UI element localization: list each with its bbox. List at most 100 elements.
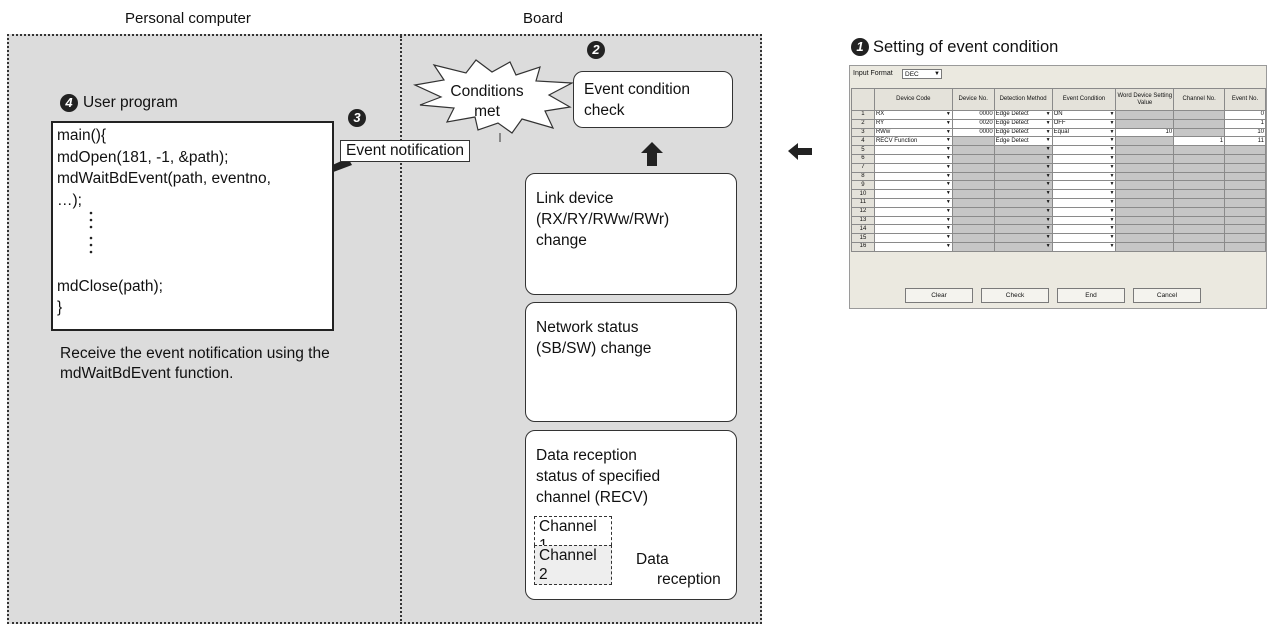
dropdown-arrow-icon[interactable]: ▼ bbox=[945, 198, 951, 205]
end-button[interactable]: End bbox=[1057, 288, 1125, 303]
table-cell-ev[interactable] bbox=[1224, 162, 1266, 173]
table-cell-word[interactable] bbox=[1115, 215, 1175, 226]
clear-button[interactable]: Clear bbox=[905, 288, 973, 303]
check-button[interactable]: Check bbox=[981, 288, 1049, 303]
dropdown-arrow-icon[interactable]: ▼ bbox=[1045, 128, 1051, 135]
dropdown-arrow-icon[interactable]: ▼ bbox=[1045, 172, 1051, 179]
dropdown-arrow-icon[interactable]: ▼ bbox=[945, 242, 951, 249]
table-cell-word[interactable] bbox=[1115, 189, 1175, 199]
table-cell-devno[interactable] bbox=[951, 197, 995, 208]
table-cell-cond[interactable]: ▼ bbox=[1051, 215, 1117, 226]
table-cell-code[interactable]: ▼ bbox=[873, 162, 953, 173]
table-cell-ev[interactable] bbox=[1224, 215, 1266, 226]
dropdown-arrow-icon[interactable]: ▼ bbox=[1045, 207, 1051, 214]
dropdown-arrow-icon[interactable]: ▼ bbox=[1109, 146, 1115, 153]
table-cell-cond[interactable]: ▼ bbox=[1051, 206, 1117, 217]
dropdown-arrow-icon[interactable]: ▼ bbox=[1045, 198, 1051, 205]
table-cell-ch[interactable] bbox=[1173, 215, 1226, 226]
dropdown-arrow-icon[interactable]: ▼ bbox=[1045, 242, 1051, 249]
table-cell-code[interactable]: ▼ bbox=[873, 171, 953, 182]
table-cell-ch[interactable] bbox=[1173, 171, 1226, 182]
table-cell-devno[interactable]: 0000 bbox=[951, 127, 995, 138]
table-cell-method[interactable]: Edge Detect▼ bbox=[993, 136, 1053, 147]
dropdown-arrow-icon[interactable]: ▼ bbox=[945, 154, 951, 161]
table-cell-method[interactable]: ▼ bbox=[993, 153, 1053, 164]
dropdown-arrow-icon[interactable]: ▼ bbox=[1109, 163, 1115, 170]
table-cell-devno[interactable] bbox=[951, 206, 995, 217]
dropdown-arrow-icon[interactable]: ▼ bbox=[1109, 128, 1115, 135]
table-cell-ch[interactable] bbox=[1173, 110, 1226, 120]
table-cell-method[interactable]: ▼ bbox=[993, 215, 1053, 226]
table-cell-method[interactable]: ▼ bbox=[993, 206, 1053, 217]
table-cell-code[interactable]: ▼ bbox=[873, 153, 953, 164]
table-cell-word[interactable] bbox=[1115, 197, 1175, 208]
table-cell-method[interactable]: ▼ bbox=[993, 171, 1053, 182]
table-cell-code[interactable]: ▼ bbox=[873, 224, 953, 235]
table-cell-ch[interactable] bbox=[1173, 241, 1226, 252]
dropdown-arrow-icon[interactable]: ▼ bbox=[1045, 154, 1051, 161]
dropdown-arrow-icon[interactable]: ▼ bbox=[1045, 137, 1051, 144]
dropdown-arrow-icon[interactable]: ▼ bbox=[1109, 137, 1115, 144]
table-cell-devno[interactable] bbox=[951, 180, 995, 191]
table-cell-ev[interactable] bbox=[1224, 180, 1266, 191]
table-cell-code[interactable]: RWw▼ bbox=[873, 127, 953, 138]
table-cell-devno[interactable] bbox=[951, 224, 995, 235]
dropdown-arrow-icon[interactable]: ▼ bbox=[1045, 225, 1051, 232]
table-cell-code[interactable]: ▼ bbox=[873, 241, 953, 252]
table-cell-ev[interactable] bbox=[1224, 189, 1266, 199]
table-cell-code[interactable]: ▼ bbox=[873, 145, 953, 155]
table-cell-method[interactable]: Edge Detect▼ bbox=[993, 110, 1053, 120]
dropdown-arrow-icon[interactable]: ▼ bbox=[1109, 172, 1115, 179]
table-cell-cond[interactable]: ▼ bbox=[1051, 153, 1117, 164]
table-cell-method[interactable]: Edge Detect▼ bbox=[993, 118, 1053, 129]
table-cell-cond[interactable]: OFF▼ bbox=[1051, 118, 1117, 129]
dropdown-arrow-icon[interactable]: ▼ bbox=[1109, 181, 1115, 188]
table-cell-devno[interactable]: 0020 bbox=[951, 118, 995, 129]
dropdown-arrow-icon[interactable]: ▼ bbox=[1045, 111, 1051, 117]
dropdown-arrow-icon[interactable]: ▼ bbox=[945, 119, 951, 126]
table-cell-devno[interactable] bbox=[951, 171, 995, 182]
dropdown-arrow-icon[interactable]: ▼ bbox=[1109, 242, 1115, 249]
dropdown-arrow-icon[interactable]: ▼ bbox=[1109, 216, 1115, 223]
dropdown-arrow-icon[interactable]: ▼ bbox=[945, 234, 951, 241]
table-cell-word[interactable] bbox=[1115, 206, 1175, 217]
table-cell-devno[interactable] bbox=[951, 233, 995, 243]
table-cell-code[interactable]: ▼ bbox=[873, 189, 953, 199]
dropdown-arrow-icon[interactable]: ▼ bbox=[945, 137, 951, 144]
table-cell-ev[interactable] bbox=[1224, 224, 1266, 235]
table-cell-word[interactable]: 10 bbox=[1115, 127, 1175, 138]
table-cell-ev[interactable]: 1 bbox=[1224, 118, 1266, 129]
dropdown-arrow-icon[interactable]: ▼ bbox=[1045, 234, 1051, 241]
table-cell-method[interactable]: ▼ bbox=[993, 224, 1053, 235]
dropdown-arrow-icon[interactable]: ▼ bbox=[945, 225, 951, 232]
dropdown-arrow-icon[interactable]: ▼ bbox=[945, 181, 951, 188]
table-cell-devno[interactable] bbox=[951, 153, 995, 164]
table-cell-code[interactable]: ▼ bbox=[873, 233, 953, 243]
table-cell-cond[interactable]: ▼ bbox=[1051, 171, 1117, 182]
table-cell-ch[interactable] bbox=[1173, 206, 1226, 217]
dropdown-arrow-icon[interactable]: ▼ bbox=[945, 111, 951, 117]
table-cell-cond[interactable]: ON▼ bbox=[1051, 110, 1117, 120]
table-cell-method[interactable]: Edge Detect▼ bbox=[993, 127, 1053, 138]
table-cell-ch[interactable] bbox=[1173, 233, 1226, 243]
table-cell-ev[interactable] bbox=[1224, 233, 1266, 243]
dropdown-arrow-icon[interactable]: ▼ bbox=[945, 172, 951, 179]
table-cell-word[interactable] bbox=[1115, 145, 1175, 155]
table-cell-word[interactable] bbox=[1115, 118, 1175, 129]
table-cell-word[interactable] bbox=[1115, 180, 1175, 191]
dropdown-arrow-icon[interactable]: ▼ bbox=[1045, 163, 1051, 170]
table-cell-code[interactable]: ▼ bbox=[873, 206, 953, 217]
dropdown-arrow-icon[interactable]: ▼ bbox=[945, 190, 951, 197]
table-cell-ev[interactable] bbox=[1224, 197, 1266, 208]
table-cell-ch[interactable] bbox=[1173, 127, 1226, 138]
table-cell-word[interactable] bbox=[1115, 162, 1175, 173]
table-cell-cond[interactable]: Equal▼ bbox=[1051, 127, 1117, 138]
dropdown-arrow-icon[interactable]: ▼ bbox=[1109, 198, 1115, 205]
dropdown-arrow-icon[interactable]: ▼ bbox=[1109, 190, 1115, 197]
dropdown-arrow-icon[interactable]: ▼ bbox=[945, 163, 951, 170]
table-cell-ch[interactable] bbox=[1173, 224, 1226, 235]
table-cell-method[interactable]: ▼ bbox=[993, 189, 1053, 199]
table-cell-ev[interactable] bbox=[1224, 171, 1266, 182]
table-cell-ev[interactable] bbox=[1224, 241, 1266, 252]
table-cell-cond[interactable]: ▼ bbox=[1051, 197, 1117, 208]
